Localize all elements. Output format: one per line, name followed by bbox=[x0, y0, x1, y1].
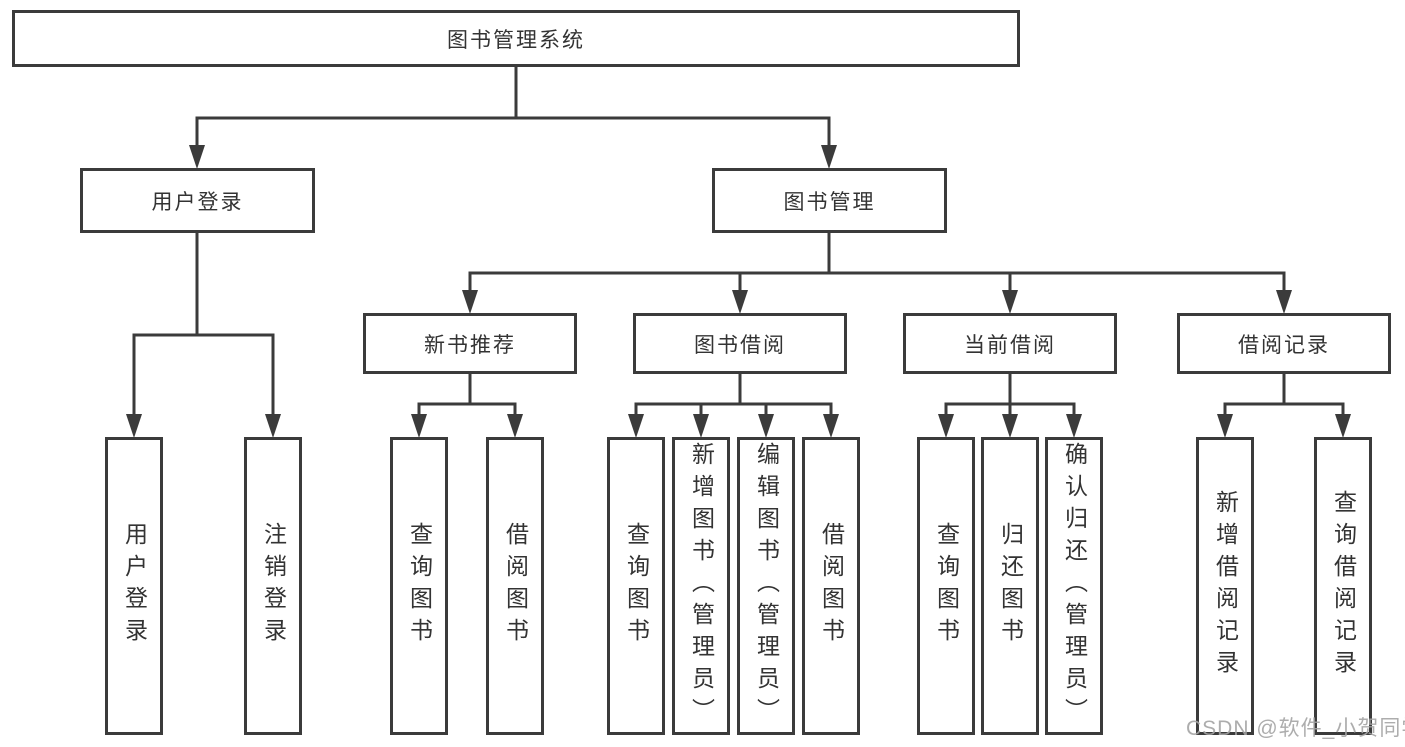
node-label: 查询图书 bbox=[623, 522, 650, 650]
node-label: 新增借阅记录 bbox=[1212, 490, 1239, 682]
node-label: 确认归还（管理员） bbox=[1061, 442, 1088, 730]
node-label: 归还图书 bbox=[997, 522, 1024, 650]
leaf-current-query-books: 查询图书 bbox=[917, 437, 975, 735]
connector-book-management-children bbox=[462, 233, 1292, 314]
node-borrow-records: 借阅记录 bbox=[1177, 313, 1391, 374]
connector-borrow-records-children bbox=[1217, 374, 1351, 438]
node-label: 注销登录 bbox=[260, 522, 287, 650]
node-library-system: 图书管理系统 bbox=[12, 10, 1020, 67]
node-label: 查询借阅记录 bbox=[1330, 490, 1357, 682]
leaf-recommend-borrow-books: 借阅图书 bbox=[486, 437, 544, 735]
connector-user-login-children bbox=[126, 233, 281, 438]
connector-current-borrow-children bbox=[938, 374, 1082, 438]
node-label: 用户登录 bbox=[121, 522, 148, 650]
node-label: 用户登录 bbox=[151, 190, 244, 214]
leaf-records-add-record: 新增借阅记录 bbox=[1196, 437, 1254, 735]
leaf-logout: 注销登录 bbox=[244, 437, 302, 735]
node-label: 新增图书（管理员） bbox=[688, 442, 715, 730]
node-label: 当前借阅 bbox=[964, 333, 1056, 357]
connector-recommend-children bbox=[411, 374, 523, 438]
leaf-borrow-add-books-admin: 新增图书（管理员） bbox=[672, 437, 730, 735]
connector-book-borrow-children bbox=[628, 374, 839, 438]
node-label: 查询图书 bbox=[406, 522, 433, 650]
node-new-book-recommend: 新书推荐 bbox=[363, 313, 577, 374]
node-label: 图书管理 bbox=[783, 190, 876, 214]
node-current-borrow: 当前借阅 bbox=[903, 313, 1117, 374]
node-label: 图书借阅 bbox=[694, 333, 786, 357]
node-book-borrow: 图书借阅 bbox=[633, 313, 847, 374]
node-label: 借阅图书 bbox=[818, 522, 845, 650]
node-book-management: 图书管理 bbox=[712, 168, 947, 233]
leaf-current-return-books: 归还图书 bbox=[981, 437, 1039, 735]
node-label: 新书推荐 bbox=[424, 333, 516, 357]
node-label: 图书管理系统 bbox=[447, 28, 585, 52]
leaf-borrow-borrow-books: 借阅图书 bbox=[802, 437, 860, 735]
leaf-records-query-record: 查询借阅记录 bbox=[1314, 437, 1372, 735]
leaf-borrow-edit-books-admin: 编辑图书（管理员） bbox=[737, 437, 795, 735]
node-label: 编辑图书（管理员） bbox=[753, 442, 780, 730]
node-label: 查询图书 bbox=[933, 522, 960, 650]
leaf-borrow-query-books: 查询图书 bbox=[607, 437, 665, 735]
csdn-watermark: CSDN @软件_小贺同学 bbox=[1186, 717, 1405, 740]
node-user-login: 用户登录 bbox=[80, 168, 315, 233]
leaf-recommend-query-books: 查询图书 bbox=[390, 437, 448, 735]
node-label: 借阅图书 bbox=[502, 522, 529, 650]
connector-root-to-level1 bbox=[189, 67, 837, 169]
leaf-current-confirm-return-admin: 确认归还（管理员） bbox=[1045, 437, 1103, 735]
node-label: 借阅记录 bbox=[1238, 333, 1330, 357]
leaf-user-login: 用户登录 bbox=[105, 437, 163, 735]
